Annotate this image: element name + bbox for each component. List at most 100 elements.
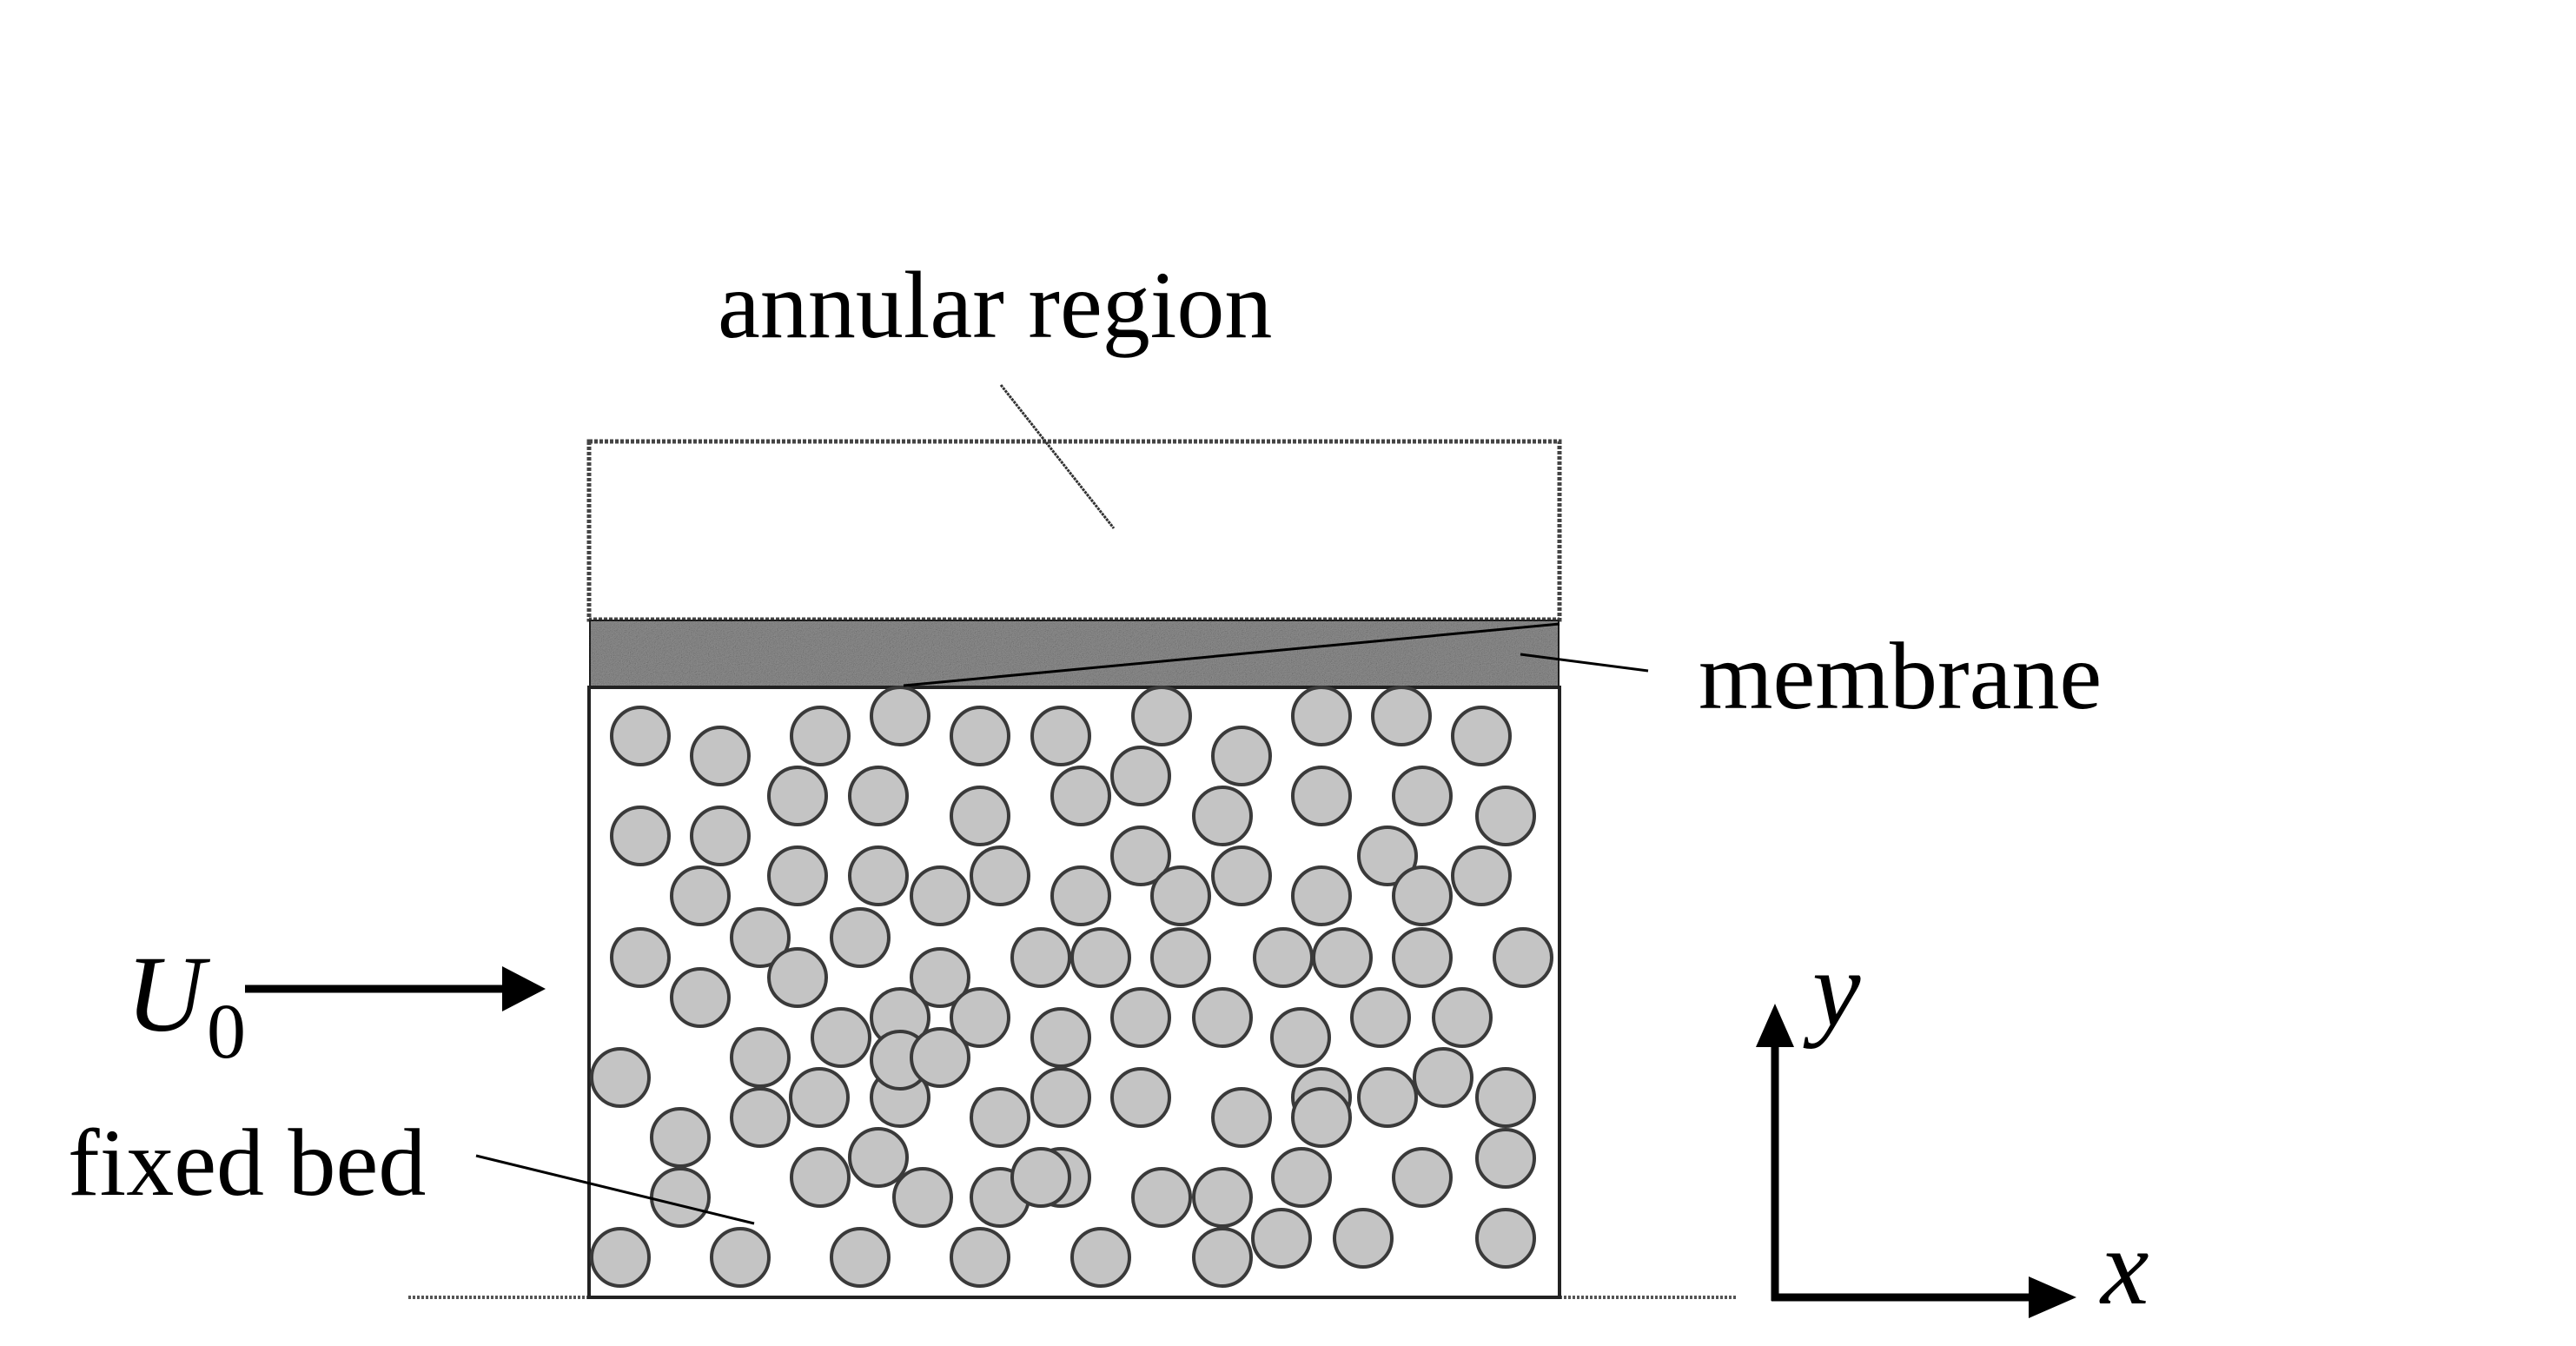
annular-region-leader: [999, 384, 1116, 529]
particle: [690, 806, 751, 866]
membrane-layer: [587, 618, 1561, 689]
particle: [1350, 987, 1411, 1048]
particle: [1271, 1147, 1332, 1208]
membrane-leader-out: [1520, 653, 1649, 673]
particle: [1357, 1067, 1418, 1128]
particle: [1451, 706, 1512, 766]
particle: [1211, 726, 1272, 786]
particle: [950, 706, 1010, 766]
membrane-leader: [903, 622, 1560, 687]
particle: [1451, 845, 1512, 906]
particle: [1211, 845, 1272, 906]
particle: [830, 907, 891, 968]
particle: [767, 766, 828, 826]
particle: [1291, 1087, 1352, 1148]
particle: [730, 907, 791, 968]
particle: [1392, 927, 1453, 988]
particle: [1291, 766, 1352, 826]
particle: [1050, 766, 1111, 826]
particle: [811, 1007, 871, 1068]
particle: [1070, 927, 1131, 988]
particle: [1312, 927, 1373, 988]
particle: [848, 766, 909, 826]
particle: [970, 845, 1030, 906]
particle: [610, 706, 671, 766]
particle: [1030, 1067, 1091, 1128]
particle: [848, 1127, 909, 1188]
particle: [1253, 927, 1314, 988]
particle: [650, 1167, 711, 1228]
particle: [789, 1067, 850, 1128]
particle: [1110, 826, 1171, 886]
particle: [1192, 786, 1253, 846]
particle: [1010, 1147, 1071, 1208]
particle: [830, 1227, 891, 1288]
particle: [970, 1087, 1030, 1148]
particle: [892, 1167, 953, 1228]
particle: [1291, 865, 1352, 926]
particle: [610, 927, 671, 988]
particle: [730, 1027, 791, 1088]
inlet-velocity-symbol: U: [126, 935, 211, 1055]
annular-region-label: annular region: [718, 252, 1272, 358]
particle: [910, 947, 970, 1008]
y-axis-label: y: [1803, 930, 1861, 1050]
particle: [1371, 686, 1432, 746]
particle: [1110, 1067, 1171, 1128]
particle: [1475, 1128, 1536, 1189]
particle: [1357, 826, 1418, 886]
particle: [590, 1047, 651, 1108]
inlet-flow-arrowhead: [502, 966, 546, 1011]
particle: [1150, 927, 1211, 988]
particle: [1030, 706, 1091, 766]
particle: [848, 845, 909, 906]
particle: [710, 1227, 771, 1288]
particle: [950, 786, 1010, 846]
particle: [1050, 865, 1111, 926]
particle: [1192, 1227, 1253, 1288]
particle: [950, 987, 1010, 1048]
particle: [790, 706, 851, 766]
particle: [1110, 987, 1171, 1048]
particle: [670, 865, 731, 926]
fixed-bed-label: fixed bed: [68, 1110, 426, 1216]
particle: [670, 967, 731, 1028]
particle-group: [590, 686, 1553, 1288]
particle: [1192, 1167, 1253, 1228]
particle: [690, 726, 751, 786]
particle: [1270, 1007, 1331, 1068]
membrane-label: membrane: [1699, 623, 2102, 729]
annular-region-box: [586, 439, 1562, 622]
x-axis-arrowhead: [2029, 1276, 2076, 1318]
particle: [1475, 786, 1536, 846]
particle: [590, 1227, 651, 1288]
particle: [1030, 1007, 1091, 1068]
particle: [1392, 766, 1453, 826]
particle: [1392, 1147, 1453, 1208]
particle: [1392, 865, 1453, 926]
particle: [1475, 1067, 1536, 1128]
particle: [1493, 927, 1553, 988]
particle: [1070, 1227, 1131, 1288]
particle: [1413, 1047, 1473, 1108]
particle: [1010, 927, 1071, 988]
particle: [1251, 1208, 1312, 1269]
particle: [1131, 686, 1192, 746]
particle: [767, 947, 828, 1008]
particle: [1432, 987, 1493, 1048]
particle: [910, 865, 970, 926]
particle: [1131, 1167, 1192, 1228]
particle: [1192, 987, 1253, 1048]
particle: [1211, 1087, 1272, 1148]
particle: [950, 1227, 1010, 1288]
inlet-velocity-subscript: 0: [207, 989, 246, 1075]
particle: [910, 1027, 970, 1088]
particle: [1110, 746, 1171, 806]
particle: [1333, 1208, 1394, 1269]
x-axis-label: x: [2099, 1208, 2149, 1328]
particle: [790, 1147, 851, 1208]
particle: [1291, 686, 1352, 746]
particle: [767, 845, 828, 906]
particle: [610, 806, 671, 866]
